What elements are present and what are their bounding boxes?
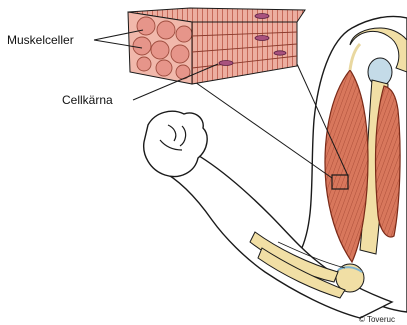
label-muscle-cells: Muskelceller [7, 33, 74, 47]
copyright-text: © Toveruc [359, 315, 395, 324]
triceps-muscle [376, 86, 401, 237]
label-cell-nucleus: Cellkärna [62, 93, 113, 107]
label-muscle-cells-group: Muskelceller [7, 30, 143, 48]
muscle-tissue-block [128, 8, 305, 84]
